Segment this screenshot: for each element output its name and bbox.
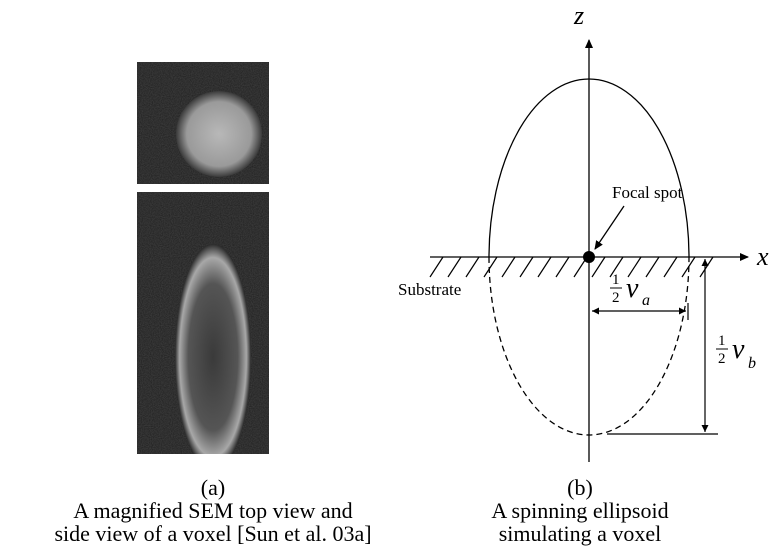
va-symbol: v [626,273,639,304]
vb-half-denominator: 2 [718,351,726,367]
caption-a-letter: (a) [200,475,226,500]
sem-top-view-image [137,62,269,184]
focal-spot-dot [583,251,595,263]
voxel-top-disc [176,91,262,177]
caption-b-line2: simulating a voxel [498,521,662,546]
vb-subscript: b [748,355,756,372]
substrate-hatching [429,256,714,278]
focal-spot-label: Focal spot [612,183,683,202]
focal-spot-pointer [594,205,625,250]
caption-a: (a) A magnified SEM top view and side vi… [8,476,418,545]
caption-a-line2: side view of a voxel [Sun et al. 03a] [54,521,372,546]
vb-symbol: v [732,334,745,365]
caption-b: (b) A spinning ellipsoid simulating a vo… [420,476,740,545]
sem-top-view [137,62,269,184]
sem-side-view [137,192,269,454]
z-axis-label: z [573,1,584,30]
caption-b-letter: (b) [567,475,593,500]
va-half-numerator: 1 [612,272,620,288]
va-half-denominator: 2 [612,290,620,306]
voxel-side-ellipse [175,244,251,454]
caption-b-line1: A spinning ellipsoid [491,498,669,523]
sem-side-view-image [137,192,269,454]
va-subscript: a [642,292,650,309]
substrate-label: Substrate [398,280,461,299]
sem-image-panel [137,62,269,454]
image-divider [137,184,269,192]
x-axis-label: x [756,242,769,271]
caption-a-line1: A magnified SEM top view and [73,498,353,523]
vb-half-numerator: 1 [718,333,726,349]
